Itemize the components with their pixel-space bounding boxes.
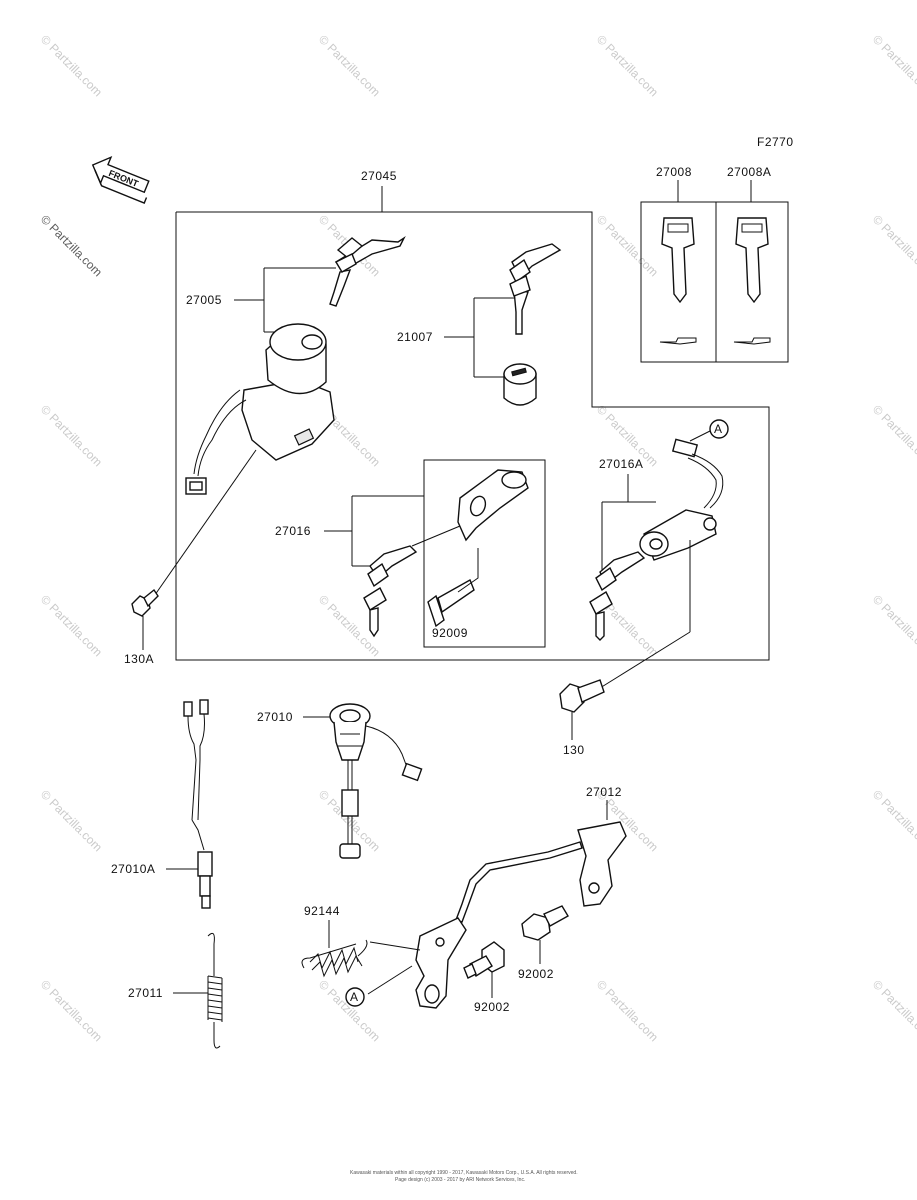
bolt-icon	[521, 905, 569, 941]
callout-27010: 27010	[257, 710, 293, 724]
callout-27016a: 27016A	[599, 457, 643, 471]
bolt-icon	[463, 941, 505, 979]
watermark: © Partzilla.com	[38, 402, 105, 469]
figure-code: F2770	[757, 135, 794, 149]
lock-cylinder-icon	[503, 363, 537, 406]
ref-a-bottom: A	[350, 990, 359, 1004]
watermark: © Partzilla.com	[594, 212, 661, 279]
callout-92144: 92144	[304, 904, 340, 918]
screw-icon	[427, 578, 475, 628]
bolt-icon	[559, 679, 605, 713]
callout-27011: 27011	[128, 986, 163, 1000]
callout-27016: 27016	[275, 524, 311, 538]
neutral-switch-icon	[329, 703, 423, 859]
sub-assembly-frame-27016	[423, 459, 546, 648]
watermark: © Partzilla.com	[870, 787, 917, 854]
watermark: © Partzilla.com	[870, 32, 917, 99]
watermark: © Partzilla.com	[870, 402, 917, 469]
watermark: © Partzilla.com	[870, 212, 917, 279]
brake-pedal-arm-icon	[415, 821, 627, 1009]
callout-27008a: 27008A	[727, 165, 771, 179]
spring-icon	[207, 932, 223, 1049]
watermark-layer: © Partzilla.com © Partzilla.com © Partzi…	[38, 32, 917, 1044]
watermark: © Partzilla.com	[594, 977, 661, 1044]
callout-27045: 27045	[361, 169, 397, 183]
watermark: © Partzilla.com	[38, 977, 105, 1044]
return-spring-icon	[301, 939, 368, 978]
key-icon	[589, 551, 646, 641]
key-icon	[509, 243, 562, 335]
key-blank-box	[640, 201, 789, 363]
watermark: © Partzilla.com	[870, 977, 917, 1044]
ignition-switch-icon	[639, 438, 724, 561]
callout-27010a: 27010A	[111, 862, 155, 876]
watermark: © Partzilla.com	[38, 592, 105, 659]
watermark: © Partzilla.com	[594, 32, 661, 99]
key-blank-icon	[733, 217, 771, 345]
key-icon	[363, 545, 418, 638]
ignition-switch-icon	[185, 323, 335, 495]
watermark: © Partzilla.com	[316, 977, 383, 1044]
callout-27008: 27008	[656, 165, 692, 179]
watermark: © Partzilla.com	[38, 32, 105, 99]
ref-a-top: A	[714, 422, 723, 436]
key-icon	[329, 235, 406, 307]
callout-130a: 130A	[124, 652, 154, 666]
callout-92002-lower: 92002	[474, 1000, 510, 1014]
callout-27005: 27005	[186, 293, 222, 307]
front-arrow-icon: FRONT	[91, 155, 150, 204]
seat-lock-icon	[457, 469, 529, 542]
watermark: © Partzilla.com	[38, 787, 105, 854]
key-blank-icon	[659, 217, 697, 345]
callout-27012: 27012	[586, 785, 622, 799]
stop-switch-icon	[183, 699, 213, 909]
copyright-line: Kawasaki materials within all copyright …	[350, 1170, 578, 1176]
page-design-line: Page design (c) 2003 - 2017 by ARI Netwo…	[395, 1177, 525, 1183]
assembly-frame-27045	[175, 211, 770, 661]
callout-92002-upper: 92002	[518, 967, 554, 981]
callout-92009: 92009	[432, 626, 468, 640]
watermark: © Partzilla.com	[870, 592, 917, 659]
callout-21007: 21007	[397, 330, 433, 344]
callout-130: 130	[563, 743, 585, 757]
watermark: © Partzilla.com	[38, 212, 105, 279]
watermark: © Partzilla.com	[316, 32, 383, 99]
bolt-icon	[131, 588, 159, 617]
